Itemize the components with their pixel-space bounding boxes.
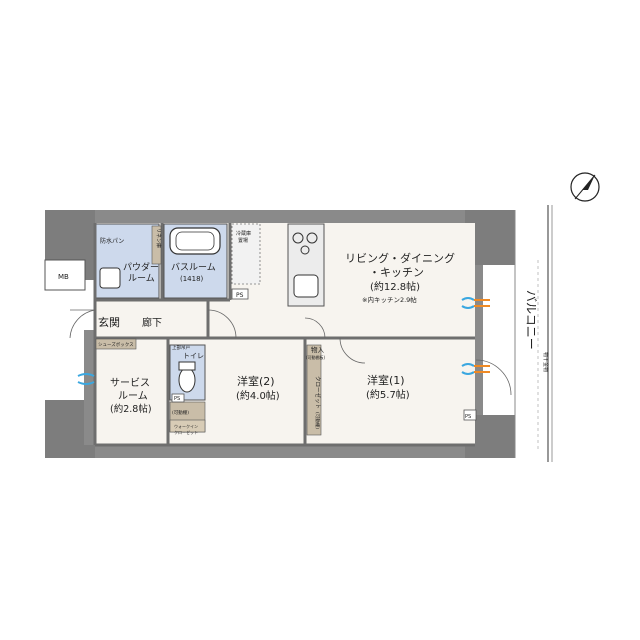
compass-icon <box>570 172 600 202</box>
kitchen-counter <box>287 223 325 307</box>
mb-label: MB <box>58 273 69 281</box>
vent-markers <box>77 297 490 385</box>
room1-label: 洋室(1) <box>367 373 405 387</box>
fridge-label: 冷蔵庫 <box>236 230 251 237</box>
shoe-box <box>95 338 137 350</box>
interior-walls <box>93 223 475 447</box>
service-room-label-1: サービス <box>110 377 150 389</box>
closets <box>151 225 322 436</box>
room2-size: (約4.0帖) <box>236 389 280 402</box>
ldk-size: (約12.8帖) <box>370 280 420 293</box>
room2-label: 洋室(2) <box>237 374 275 388</box>
service-room-size: (約2.8帖) <box>110 403 152 415</box>
walkin-label-2: クローゼット <box>174 429 198 435</box>
storage-note: (可動棚板) <box>306 354 326 360</box>
ldk-label-2: ・キッチン <box>369 266 424 279</box>
toilet-shelf-label: 上部吊戸 <box>172 344 190 351</box>
ldk-label-1: リビング・ダイニング <box>345 251 455 265</box>
bath-size: (1418) <box>180 275 204 283</box>
shoe-box-label: シューズボックス <box>98 341 134 348</box>
balcony-label: バルコニー <box>524 290 538 350</box>
service-room-label-2: ルーム <box>118 390 148 402</box>
kadou-label: (可動棚) <box>172 409 189 416</box>
rouka-label: 廊下 <box>142 316 162 329</box>
ldk-note: ※内キッチン2.9帖 <box>362 295 417 304</box>
stove-icon <box>292 232 318 255</box>
bathtub-icon <box>169 227 221 255</box>
ps-label-1: PS <box>236 292 244 299</box>
bath-label: バスルーム <box>171 262 216 273</box>
railing-label: 物干金物 <box>542 352 549 372</box>
room1-size: (約5.7帖) <box>366 388 410 401</box>
doors <box>69 309 512 396</box>
closet-note: (可動棚) <box>314 412 321 429</box>
powder-label-1: パウダー <box>123 261 159 273</box>
fridge-label-2: 置場 <box>238 237 248 244</box>
toilet-label: トイレ <box>183 352 204 360</box>
washbasin-icon <box>99 267 121 289</box>
balcony <box>514 205 553 462</box>
walkin-label: ウォークイン <box>174 423 198 429</box>
linen-label: リネン庫 <box>155 228 162 248</box>
powder-label-2: ルーム <box>128 273 155 284</box>
mb-box: MB <box>44 259 86 291</box>
toilet-icon <box>178 361 196 393</box>
closet-label: クローゼット <box>314 376 322 409</box>
genkan-label: 玄関 <box>98 315 120 329</box>
bousui-pan-label: 防水パン <box>100 237 124 245</box>
ps-label-3: PS <box>465 414 471 420</box>
ps-label-2: PS <box>174 396 180 402</box>
ps-boxes <box>171 288 477 421</box>
storage-label: 物入 <box>311 345 325 354</box>
fridge-space: 冷蔵庫 置場 <box>231 223 261 285</box>
sink-icon <box>293 274 319 298</box>
